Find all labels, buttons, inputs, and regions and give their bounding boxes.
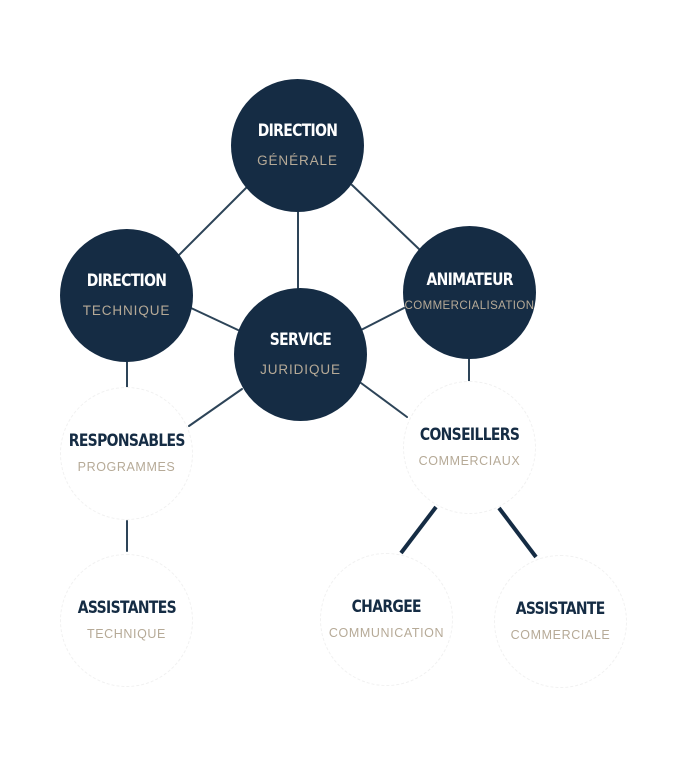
- node-responsables-programmes: RESPONSABLES PROGRAMMES: [60, 387, 193, 520]
- node-animateur-commercialisation: ANIMATEUR COMMERCIALISATION: [403, 226, 536, 359]
- node-subtitle: JURIDIQUE: [260, 362, 341, 378]
- connector-dg-anim: [351, 184, 421, 251]
- node-title: CHARGEE: [351, 596, 422, 617]
- node-assistantes-technique: ASSISTANTES TECHNIQUE: [60, 554, 193, 687]
- node-subtitle: PROGRAMMES: [77, 460, 176, 475]
- node-service-juridique: SERVICE JURIDIQUE: [234, 288, 367, 421]
- connector-cons-chargee: [399, 505, 438, 555]
- node-title: ASSISTANTE: [516, 598, 605, 619]
- connector-sj-resp: [188, 388, 243, 427]
- connector-cons-assistante: [497, 506, 538, 559]
- node-title: DIRECTION: [86, 270, 167, 291]
- node-subtitle: GÉNÉRALE: [257, 153, 338, 169]
- node-title: SERVICE: [269, 329, 332, 350]
- node-chargee-communication: CHARGEE COMMUNICATION: [320, 553, 453, 686]
- node-title: DIRECTION: [257, 120, 338, 141]
- node-direction-generale: DIRECTION GÉNÉRALE: [231, 79, 364, 212]
- node-direction-technique: DIRECTION TECHNIQUE: [60, 229, 193, 362]
- connector-sj-cons: [360, 382, 408, 418]
- node-subtitle: TECHNIQUE: [82, 303, 171, 319]
- node-conseillers-commerciaux: CONSEILLERS COMMERCIAUX: [403, 381, 536, 514]
- node-subtitle: TECHNIQUE: [86, 627, 166, 642]
- node-title: CONSEILLERS: [419, 424, 520, 445]
- node-subtitle: COMMERCIALISATION: [404, 300, 535, 313]
- node-subtitle: COMMERCIAUX: [418, 454, 521, 469]
- node-title: ANIMATEUR: [426, 269, 513, 290]
- node-assistante-commerciale: ASSISTANTE COMMERCIALE: [494, 555, 627, 688]
- node-subtitle: COMMUNICATION: [328, 626, 445, 641]
- node-title: RESPONSABLES: [68, 430, 185, 451]
- connector-sj-anim: [360, 307, 405, 331]
- connector-dg-dt: [177, 186, 248, 257]
- connector-dt-sj: [190, 307, 239, 331]
- node-subtitle: COMMERCIALE: [510, 628, 611, 643]
- node-title: ASSISTANTES: [77, 597, 176, 618]
